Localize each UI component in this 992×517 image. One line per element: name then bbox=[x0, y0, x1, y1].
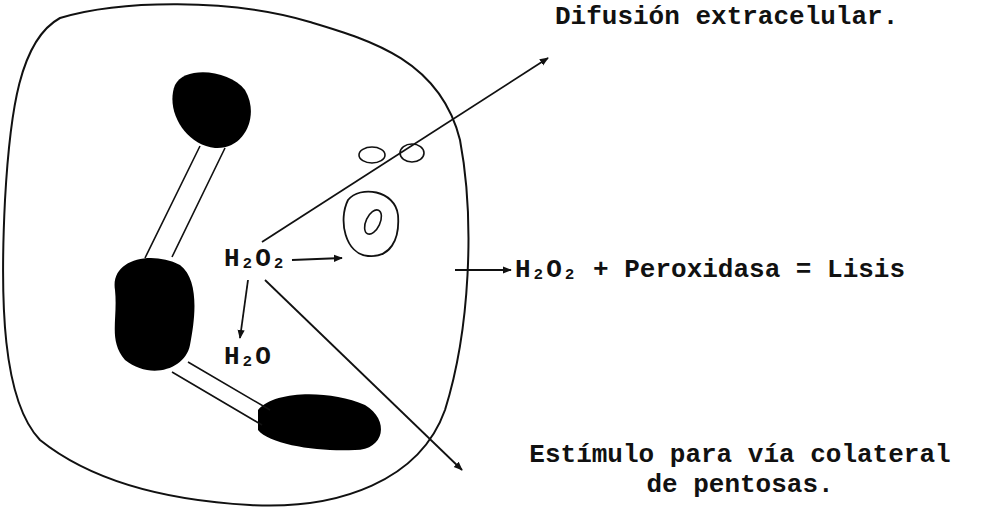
molecule-label: H₂O₂ bbox=[224, 244, 286, 274]
cell-outline bbox=[3, 4, 468, 505]
note-label: Estímulo para vía colateral de pentosas. bbox=[520, 440, 960, 500]
arrow bbox=[240, 280, 248, 338]
arrow bbox=[455, 269, 511, 271]
note-label: Difusión extracelular. bbox=[555, 2, 898, 32]
nucleus-lobe bbox=[258, 394, 381, 450]
molecule-label: H₂O bbox=[224, 342, 271, 372]
reaction-label: H₂O₂ + Peroxidasa = Lisis bbox=[515, 255, 905, 285]
granule bbox=[400, 144, 424, 162]
nucleus-lobe bbox=[172, 72, 250, 148]
nuclear-strand bbox=[145, 146, 270, 425]
arrow bbox=[262, 58, 548, 242]
arrow bbox=[265, 280, 462, 470]
granule bbox=[359, 147, 385, 163]
vacuole bbox=[344, 192, 399, 257]
nucleus-lobe bbox=[115, 258, 195, 371]
granule bbox=[361, 207, 385, 236]
arrow bbox=[292, 258, 342, 260]
